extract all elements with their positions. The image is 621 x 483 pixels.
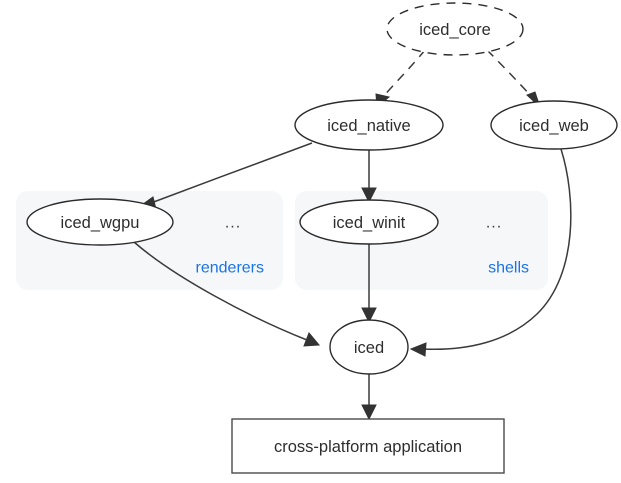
- node-iced-core-label: iced_core: [419, 21, 491, 39]
- node-iced-core[interactable]: iced_core: [386, 2, 524, 56]
- edge-web-to-iced-line: [422, 148, 572, 351]
- node-iced-native[interactable]: iced_native: [294, 99, 444, 151]
- node-iced-web-label: iced_web: [519, 117, 589, 135]
- node-iced-label: iced: [354, 339, 384, 357]
- edge-core-to-native: [375, 49, 426, 109]
- edge-iced-to-application: [361, 374, 377, 421]
- edge-native-to-wgpu-line: [150, 142, 313, 204]
- edge-web-to-iced-arrowhead: [409, 342, 427, 357]
- node-cross-platform-application[interactable]: cross-platform application: [231, 418, 505, 474]
- edge-core-to-native-line: [381, 49, 426, 99]
- node-iced-wgpu-label: iced_wgpu: [61, 214, 140, 232]
- node-iced-native-shape[interactable]: [294, 99, 444, 151]
- node-iced-winit[interactable]: iced_winit: [299, 199, 439, 245]
- cluster-renderers-label: renderers: [196, 260, 264, 277]
- node-iced-wgpu[interactable]: iced_wgpu: [26, 198, 174, 246]
- node-cross-platform-application-shape[interactable]: [231, 418, 505, 474]
- node-cross-platform-application-label: cross-platform application: [274, 438, 462, 456]
- node-iced-wgpu-shape[interactable]: [26, 198, 174, 246]
- nodes-group: iced_core iced_native iced_web iced_wgpu…: [26, 2, 618, 474]
- edge-native-to-winit: [361, 150, 377, 204]
- node-iced-web-shape[interactable]: [490, 100, 618, 150]
- cluster-labels: renderers shells: [196, 260, 529, 277]
- edge-wgpu-to-iced: [133, 241, 321, 347]
- node-iced-shape[interactable]: [329, 319, 409, 375]
- edge-wgpu-to-iced-line: [133, 241, 308, 341]
- edge-core-to-web: [486, 49, 541, 108]
- edge-native-to-winit-arrowhead: [361, 187, 377, 204]
- cluster-shells-label: shells: [488, 260, 529, 277]
- renderers-more-icon: ...: [225, 215, 241, 232]
- node-iced-web[interactable]: iced_web: [490, 100, 618, 150]
- node-iced[interactable]: iced: [329, 319, 409, 375]
- shells-more-icon: ...: [486, 215, 502, 232]
- node-iced-winit-shape[interactable]: [299, 199, 439, 245]
- node-iced-native-label: iced_native: [327, 117, 410, 135]
- cluster-more-markers: ... ...: [225, 215, 502, 232]
- edge-web-to-iced: [409, 148, 572, 357]
- edge-winit-to-iced: [361, 244, 377, 324]
- edge-winit-to-iced-arrowhead: [361, 307, 377, 324]
- edge-core-to-web-line: [486, 49, 534, 99]
- node-iced-core-shape[interactable]: [386, 2, 524, 56]
- edge-wgpu-to-iced-arrowhead: [303, 332, 321, 347]
- edge-iced-to-application-arrowhead: [361, 404, 377, 421]
- node-iced-winit-label: iced_winit: [333, 214, 406, 232]
